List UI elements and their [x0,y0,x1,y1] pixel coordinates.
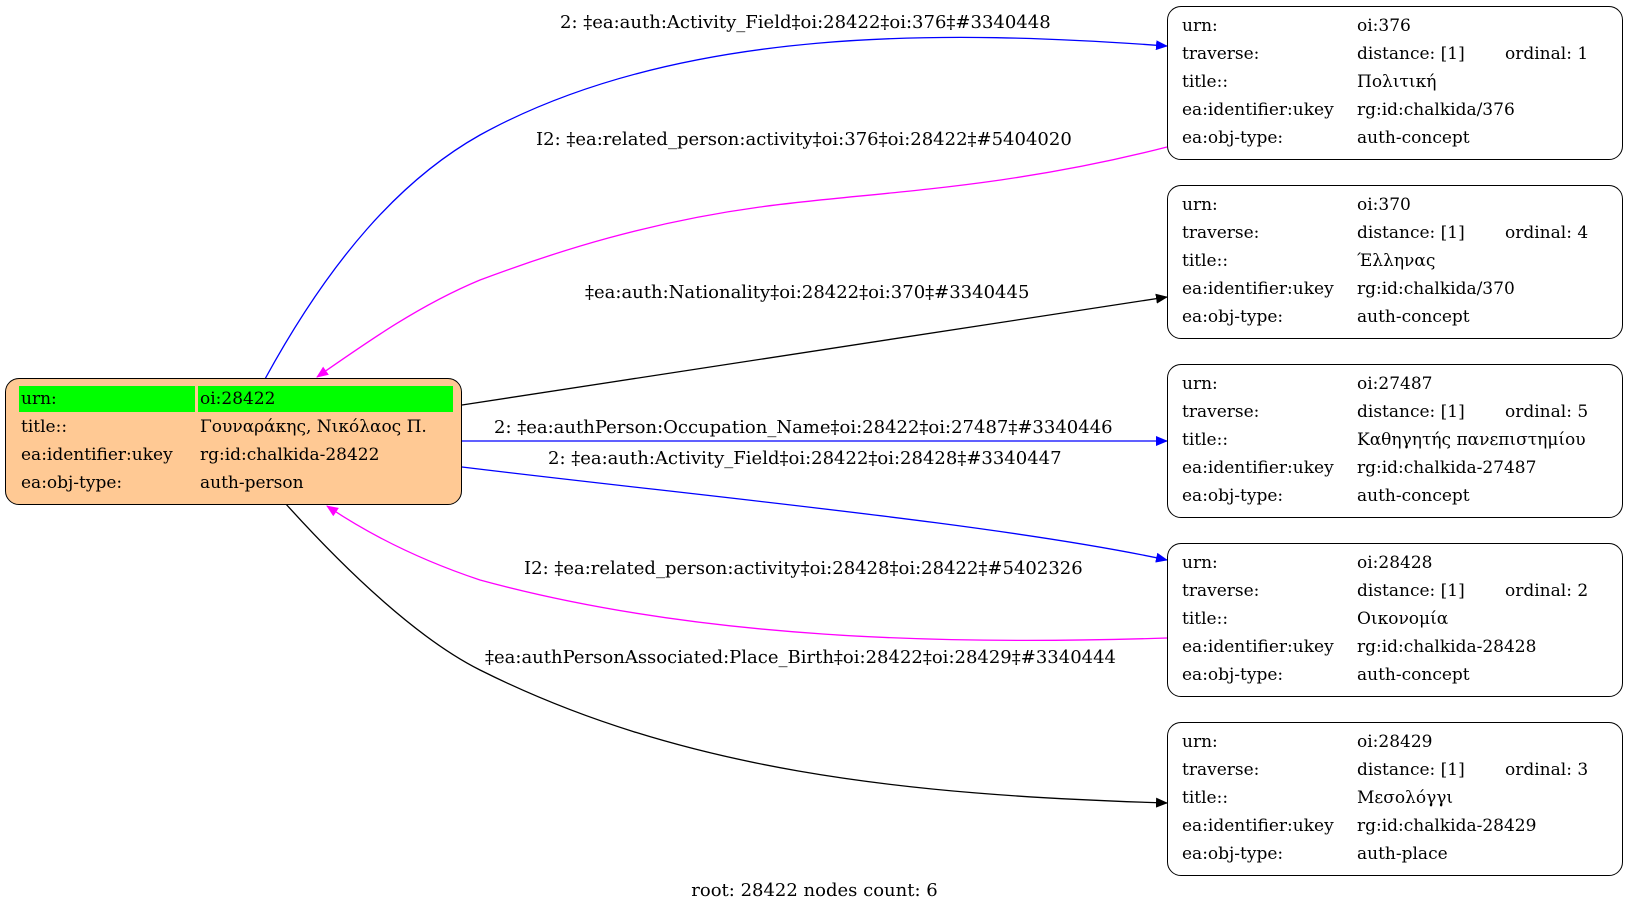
node-key-title: title:: [1182,788,1229,808]
edge-label: 2: ‡ea:auth:Activity_Field‡oi:28422‡oi:3… [560,12,1051,33]
node-title: Καθηγητής πανεπιστημίου [1357,430,1586,450]
root-value-title: Γουναράκης, Νικόλαος Π. [200,417,427,437]
node-key-traverse: traverse: [1182,223,1260,243]
node-key-traverse: traverse: [1182,581,1260,601]
node-key-urn: urn: [1182,732,1218,752]
node-oi-370[interactable]: urn: oi:370 traverse: distance: [1] ordinal… [1167,185,1623,339]
root-row-urn: urn: oi:28422 [6,386,461,412]
node-ordinal: ordinal: 5 [1505,402,1589,422]
node-key-type: ea:obj-type: [1182,486,1284,506]
node-type: auth-place [1357,844,1448,864]
node-distance: distance: [1] [1357,223,1465,243]
node-distance: distance: [1] [1357,581,1465,601]
node-ordinal: ordinal: 3 [1505,760,1589,780]
node-title: Οικονομία [1357,609,1449,629]
node-ukey: rg:id:chalkida/370 [1357,279,1515,299]
node-key-ukey: ea:identifier:ukey [1182,816,1334,836]
node-oi-376[interactable]: urn: oi:376 traverse: distance: [1] ordinal… [1167,6,1623,160]
edge-label: ‡ea:auth:Nationality‡oi:28422‡oi:370‡#33… [585,282,1030,303]
node-title: Έλληνας [1357,251,1436,271]
node-key-ukey: ea:identifier:ukey [1182,100,1334,120]
node-key-ukey: ea:identifier:ukey [1182,279,1334,299]
edge-related-28428 [326,505,1168,642]
root-node[interactable]: urn: oi:28422 title:: Γουναράκης, Νικόλα… [5,378,462,505]
edge-nationality-370 [461,293,1168,406]
node-urn: oi:28429 [1357,732,1433,752]
node-key-urn: urn: [1182,374,1218,394]
node-key-ukey: ea:identifier:ukey [1182,458,1334,478]
node-urn: oi:376 [1357,16,1411,36]
node-oi-27487[interactable]: urn: oi:27487 traverse: distance: [1] ordin… [1167,364,1623,518]
node-key-type: ea:obj-type: [1182,128,1284,148]
node-urn: oi:28428 [1357,553,1433,573]
node-type: auth-concept [1357,486,1470,506]
root-value-type: auth-person [200,473,304,493]
node-ukey: rg:id:chalkida-27487 [1357,458,1537,478]
root-key-ukey: ea:identifier:ukey [21,445,173,465]
node-ordinal: ordinal: 4 [1505,223,1589,243]
node-title: Πολιτική [1357,72,1437,92]
graph-footer: root: 28422 nodes count: 6 [691,880,938,901]
root-row-ukey: ea:identifier:ukey rg:id:chalkida-28422 [6,442,461,468]
edge-label: ‡ea:authPersonAssociated:Place_Birth‡oi:… [485,647,1117,668]
node-key-type: ea:obj-type: [1182,665,1284,685]
node-key-ukey: ea:identifier:ukey [1182,637,1334,657]
node-type: auth-concept [1357,307,1470,327]
node-key-type: ea:obj-type: [1182,844,1284,864]
root-key-urn: urn: [19,386,195,412]
node-type: auth-concept [1357,665,1470,685]
node-key-title: title:: [1182,251,1229,271]
root-key-type: ea:obj-type: [21,473,123,493]
node-distance: distance: [1] [1357,44,1465,64]
node-key-traverse: traverse: [1182,44,1260,64]
edge-label: I2: ‡ea:related_person:activity‡oi:376‡o… [536,129,1072,150]
node-oi-28428[interactable]: urn: oi:28428 traverse: distance: [1] ordin… [1167,543,1623,697]
root-row-title: title:: Γουναράκης, Νικόλαος Π. [6,414,461,440]
node-key-traverse: traverse: [1182,402,1260,422]
edge-label: I2: ‡ea:related_person:activity‡oi:28428… [524,558,1083,579]
edge-activity-376 [264,36,1168,380]
node-key-urn: urn: [1182,195,1218,215]
root-value-ukey: rg:id:chalkida-28422 [200,445,380,465]
node-type: auth-concept [1357,128,1470,148]
edge-activity-28428 [461,466,1168,563]
node-distance: distance: [1] [1357,760,1465,780]
edge-label: 2: ‡ea:auth:Activity_Field‡oi:28422‡oi:2… [548,448,1062,469]
root-value-urn: oi:28422 [198,386,453,412]
root-row-type: ea:obj-type: auth-person [6,470,461,496]
root-key-title: title:: [21,417,68,437]
node-key-title: title:: [1182,72,1229,92]
node-urn: oi:370 [1357,195,1411,215]
node-ukey: rg:id:chalkida/376 [1357,100,1515,120]
edge-related-376 [316,146,1168,378]
node-key-urn: urn: [1182,16,1218,36]
node-key-type: ea:obj-type: [1182,307,1284,327]
node-urn: oi:27487 [1357,374,1433,394]
node-key-title: title:: [1182,609,1229,629]
node-title: Μεσολόγγι [1357,788,1454,808]
edge-birthplace-28429 [284,502,1168,808]
node-distance: distance: [1] [1357,402,1465,422]
node-key-title: title:: [1182,430,1229,450]
node-ukey: rg:id:chalkida-28428 [1357,637,1537,657]
node-key-traverse: traverse: [1182,760,1260,780]
node-ukey: rg:id:chalkida-28429 [1357,816,1537,836]
edge-label: 2: ‡ea:authPerson:Occupation_Name‡oi:284… [494,417,1113,438]
node-ordinal: ordinal: 1 [1505,44,1589,64]
node-oi-28429[interactable]: urn: oi:28429 traverse: distance: [1] ordin… [1167,722,1623,876]
node-key-urn: urn: [1182,553,1218,573]
node-ordinal: ordinal: 2 [1505,581,1589,601]
